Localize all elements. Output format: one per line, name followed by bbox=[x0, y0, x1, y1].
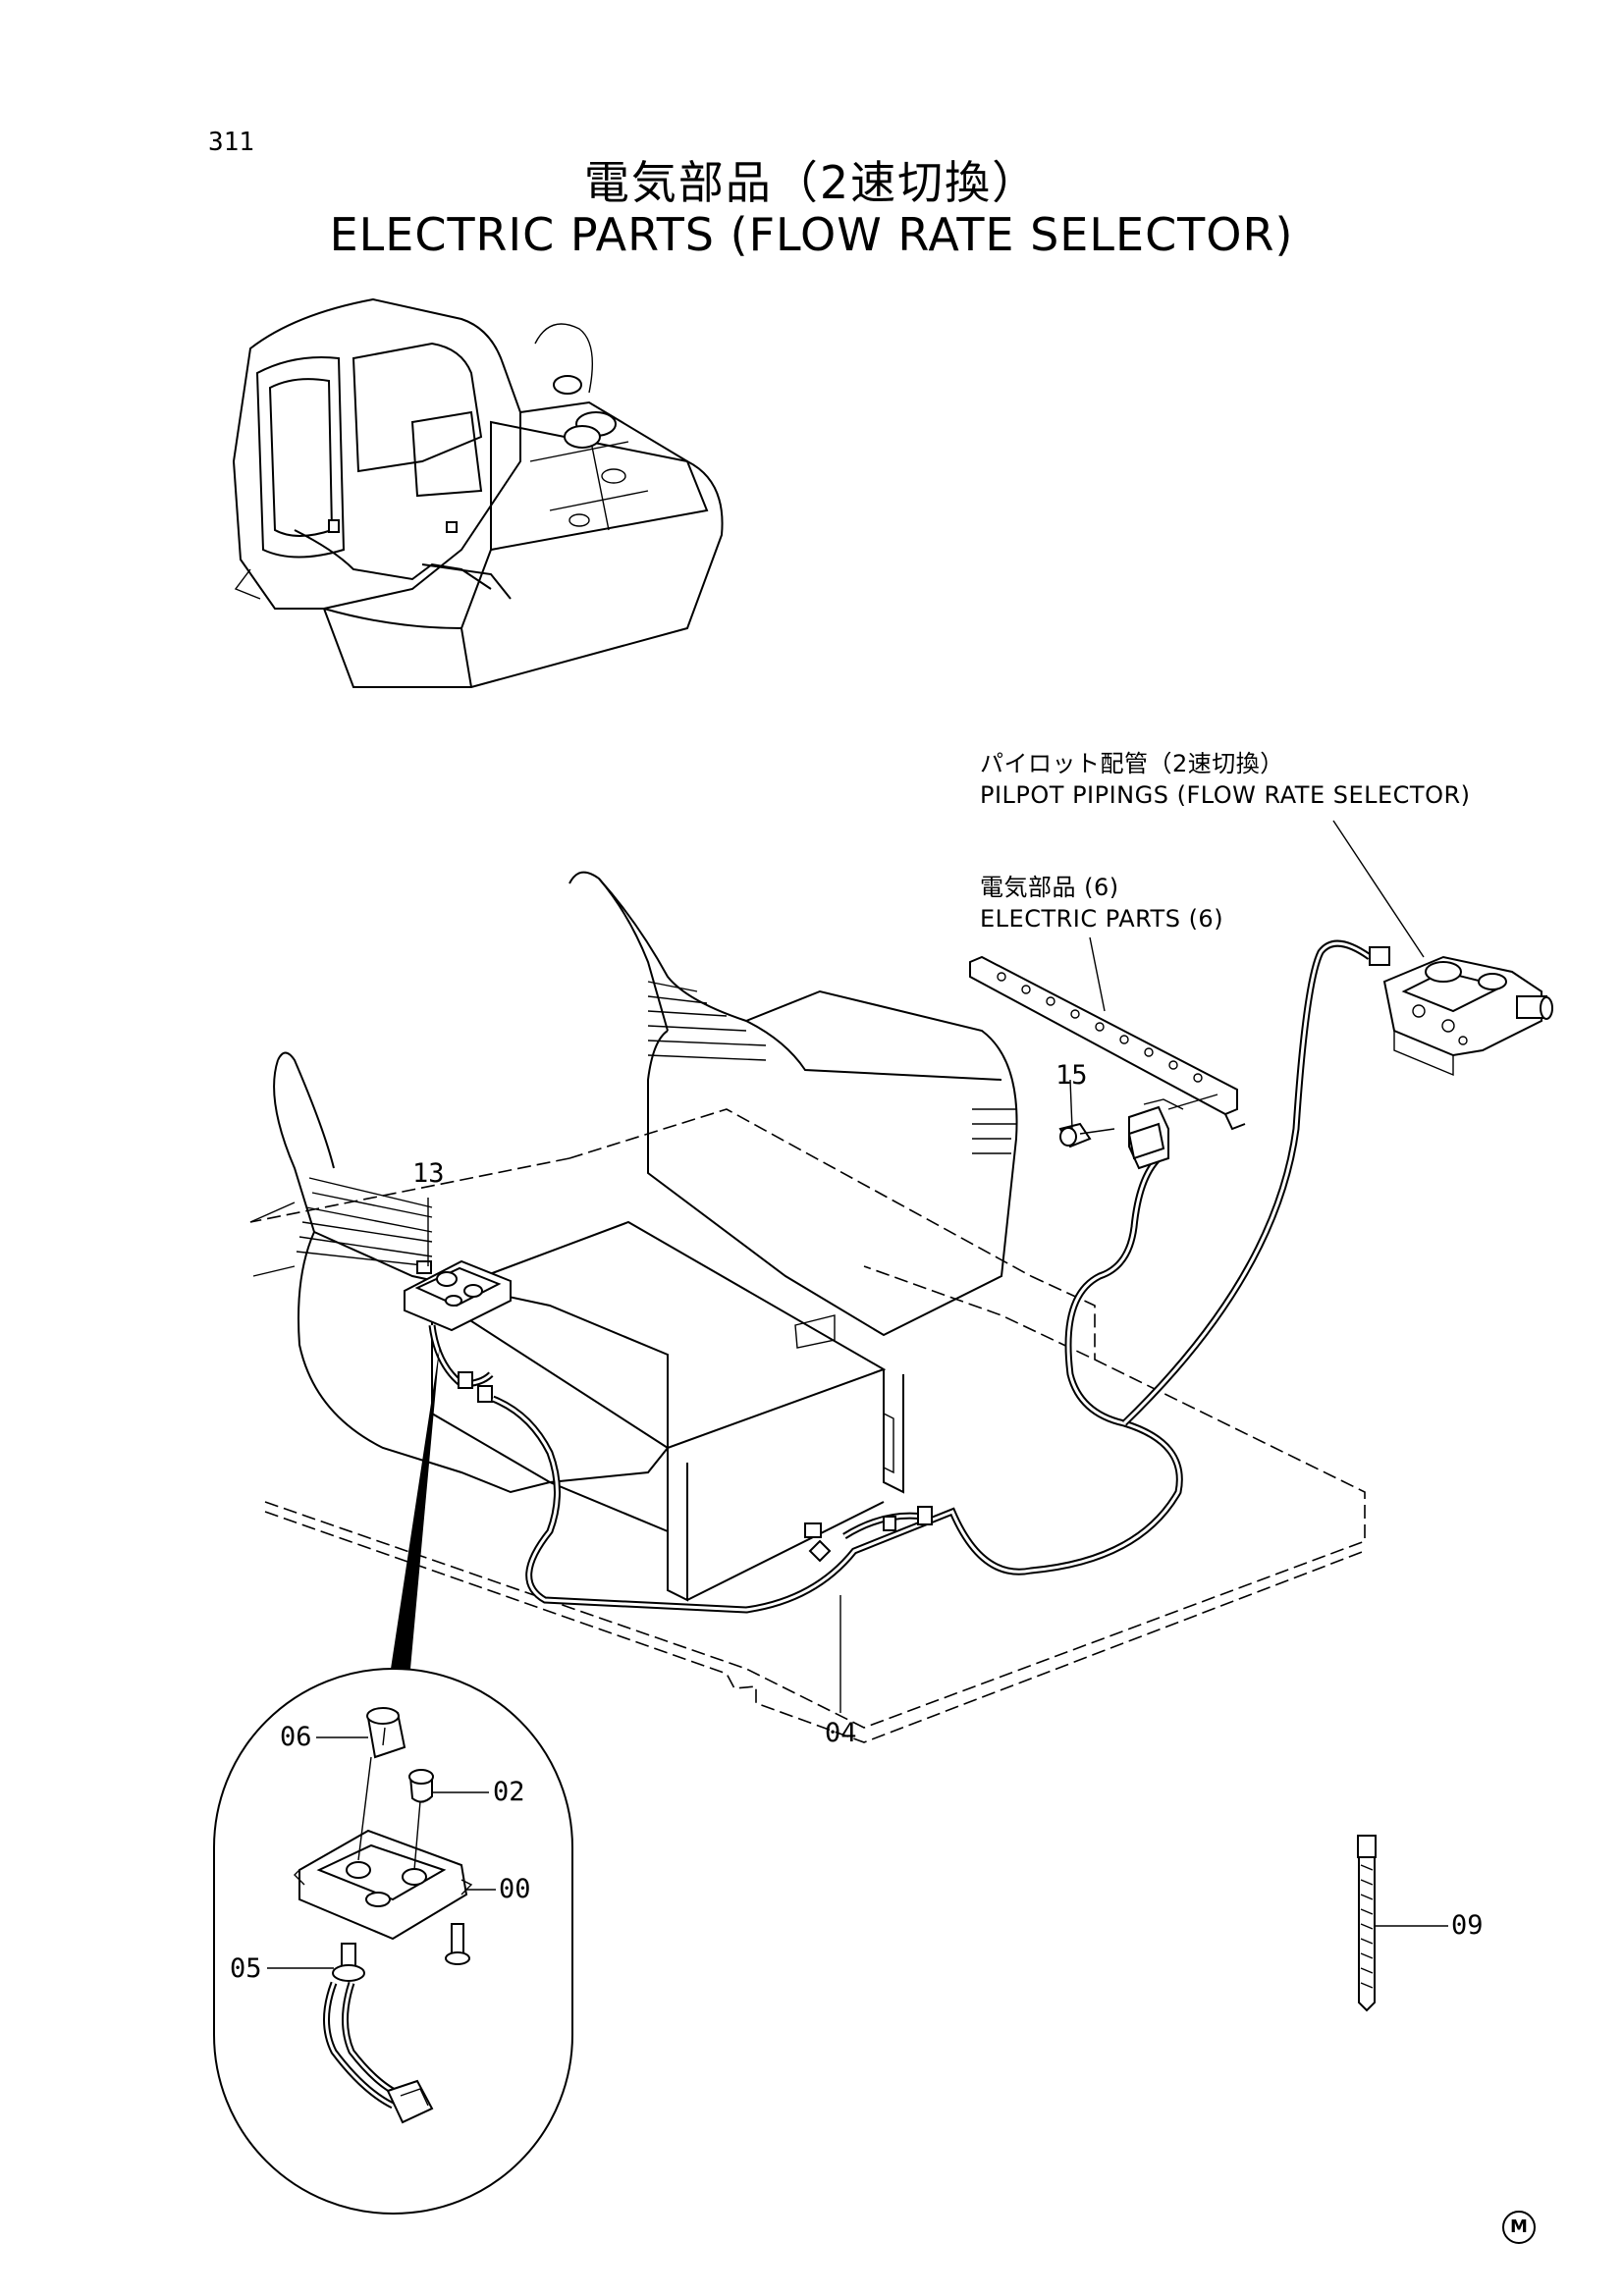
pilot-valve bbox=[1382, 955, 1553, 1077]
part-number-15: 15 bbox=[1055, 1060, 1088, 1091]
cable-tie bbox=[1357, 1835, 1377, 2012]
leader-lines bbox=[267, 820, 1448, 1969]
page-number: 311 bbox=[208, 128, 254, 157]
part-number-05: 05 bbox=[230, 1953, 262, 1984]
part-number-04: 04 bbox=[825, 1718, 857, 1748]
part-number-09: 09 bbox=[1451, 1910, 1484, 1941]
page-title-english: ELECTRIC PARTS (FLOW RATE SELECTOR) bbox=[329, 208, 1294, 261]
selector-switch-assembly bbox=[404, 1259, 512, 1403]
harness-04 bbox=[491, 939, 1390, 1614]
callout-electric-parts-en: ELECTRIC PARTS (6) bbox=[980, 905, 1224, 933]
excavator-overview bbox=[232, 297, 724, 688]
callout-pilot-piping: パイロット配管（2速切換） PILPOT PIPINGS (FLOW RATE … bbox=[980, 748, 1471, 811]
part-number-13: 13 bbox=[412, 1158, 445, 1189]
callout-pilot-piping-en: PILPOT PIPINGS (FLOW RATE SELECTOR) bbox=[980, 781, 1471, 809]
part-number-02: 02 bbox=[493, 1777, 525, 1807]
part-number-00: 00 bbox=[499, 1874, 531, 1904]
part-number-06: 06 bbox=[280, 1722, 312, 1752]
circled-m-mark: M bbox=[1502, 2211, 1536, 2244]
relay-bracket bbox=[969, 955, 1246, 1170]
detail-view bbox=[213, 1345, 573, 2215]
callout-electric-parts-jp: 電気部品 (6) bbox=[980, 874, 1119, 901]
callout-pilot-piping-jp: パイロット配管（2速切換） bbox=[980, 750, 1284, 777]
page-title-japanese: 電気部品（2速切換） bbox=[583, 156, 1040, 209]
floor-assembly bbox=[249, 871, 1366, 1743]
callout-electric-parts: 電気部品 (6) ELECTRIC PARTS (6) bbox=[980, 872, 1223, 934]
